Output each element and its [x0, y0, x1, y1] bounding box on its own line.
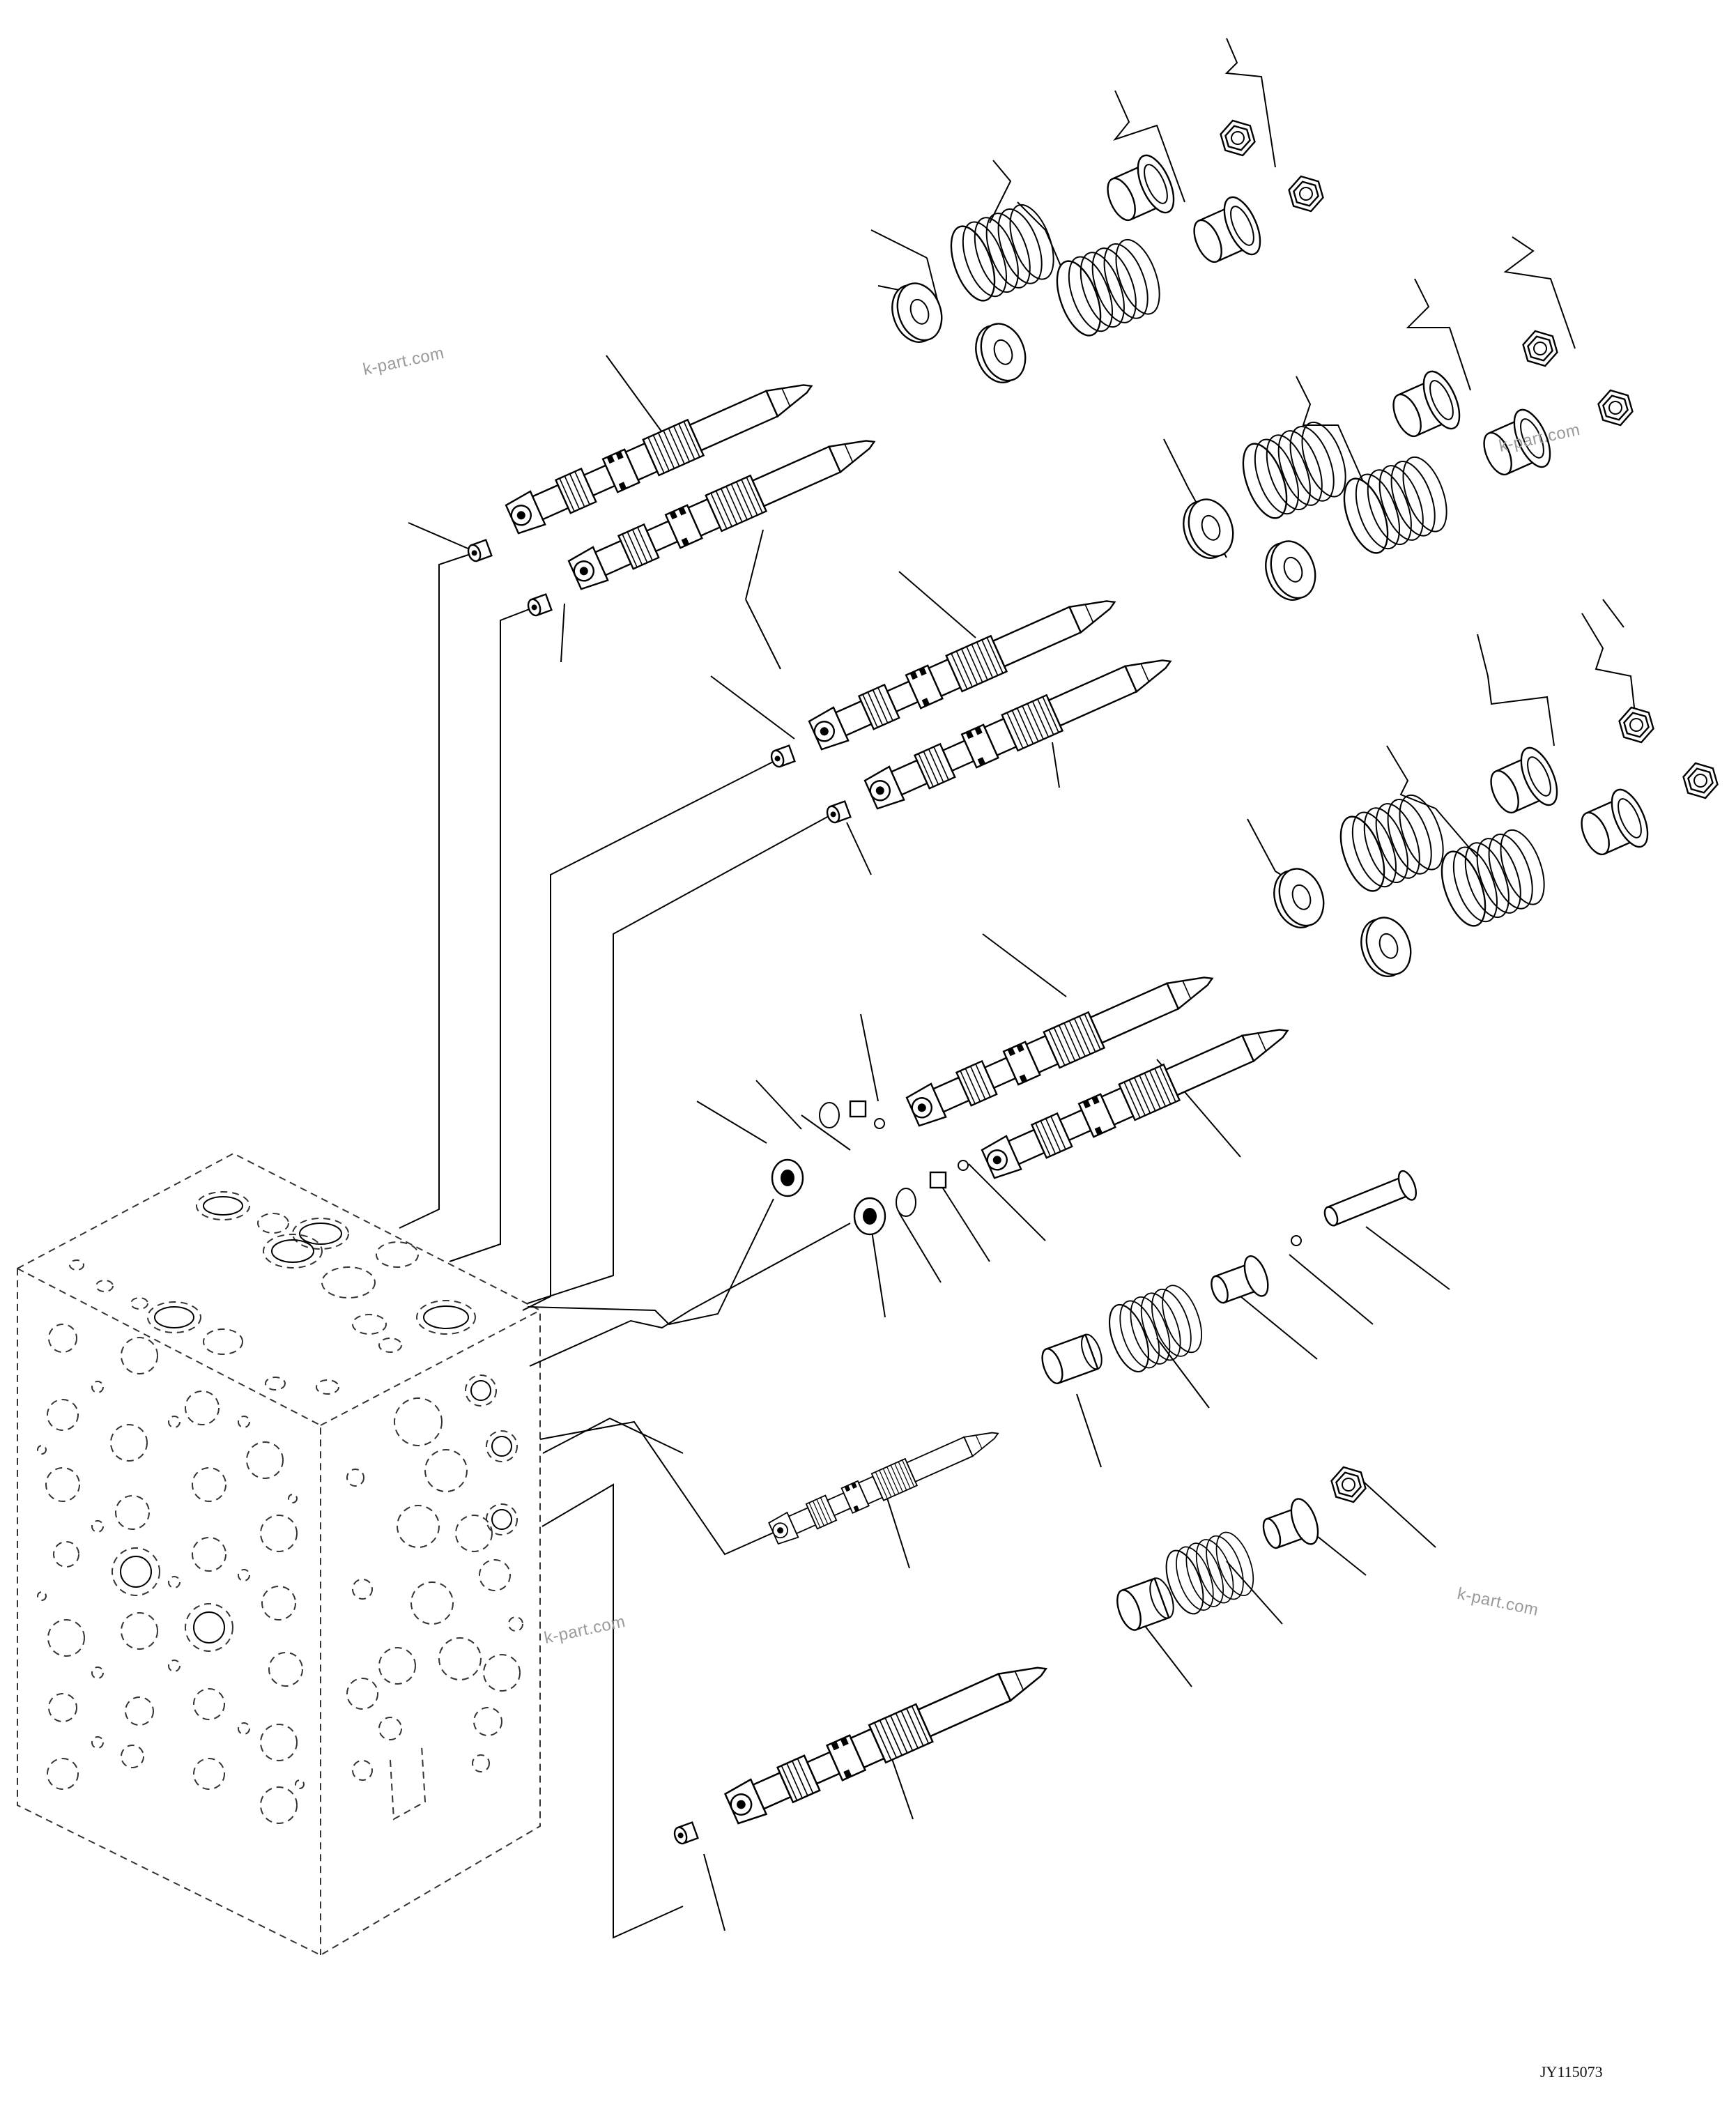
plug-5 — [671, 1821, 699, 1846]
spool-assembly-4 — [767, 1170, 1418, 1548]
plug-4 — [824, 800, 852, 825]
callout-lines — [408, 38, 1638, 1931]
plug-1 — [465, 539, 493, 564]
spool-assembly-2 — [768, 325, 1636, 825]
spool-assembly-5 — [671, 1462, 1369, 1846]
plug-3 — [768, 744, 796, 769]
valve-body-block — [17, 1152, 541, 1956]
check-valve-parts — [771, 1100, 969, 1236]
drawing-code: JY115073 — [1540, 2063, 1603, 2081]
spool-assembly-3 — [771, 702, 1721, 1236]
plug-2 — [525, 593, 553, 618]
assembly-lines — [399, 550, 851, 1939]
